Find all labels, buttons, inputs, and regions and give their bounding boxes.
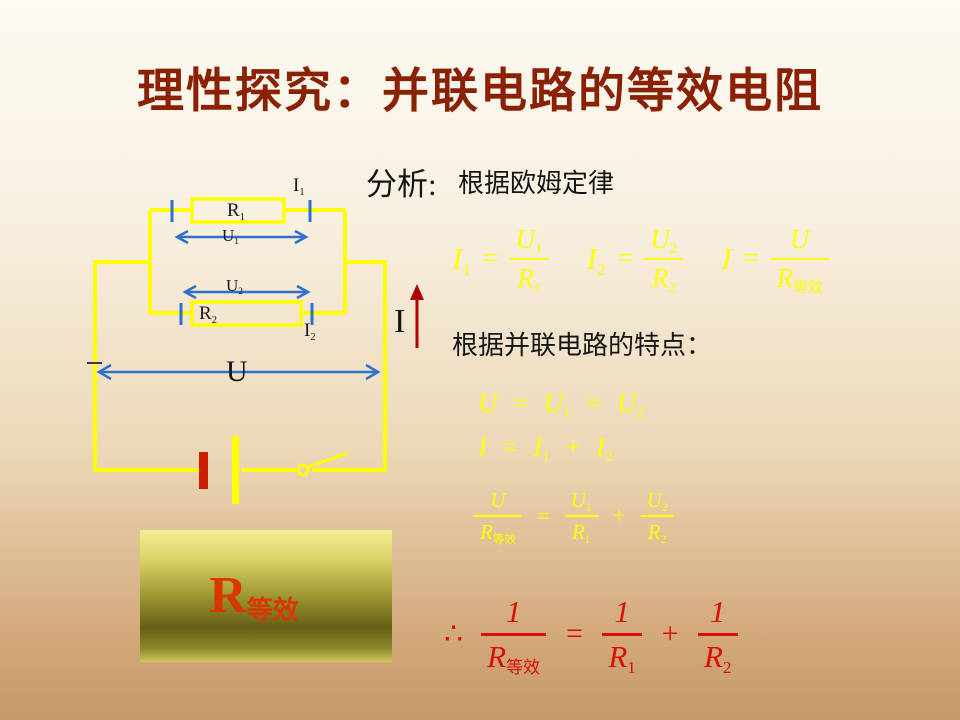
formula-i1: I1 = U1 R1: [452, 224, 549, 296]
current-arrow: [410, 284, 424, 348]
fraction: U R等效: [770, 224, 829, 296]
resistor-r1-box: [190, 197, 286, 224]
fraction: U1 R1: [509, 224, 549, 296]
parallel-intro: 根据并联电路的特点：: [452, 331, 713, 360]
terminal-ticks: [170, 200, 314, 325]
voltage-arrows: [96, 200, 381, 381]
ohm-law-intro: 根据欧姆定律: [458, 169, 615, 198]
resistor-r2-box: [190, 300, 303, 327]
formula-i2: I2 = U2 R2: [587, 224, 684, 296]
fraction: 1 R1: [602, 594, 642, 677]
current-identity-formula: I = I1 + I2: [478, 432, 613, 466]
ohm-formula-row: I1 = U1 R1 I2 = U2 R2 I = U R等效: [452, 224, 829, 296]
current-i1-label: I1: [293, 175, 305, 198]
battery-symbol: [199, 436, 239, 504]
fraction: U R等效: [474, 488, 522, 546]
fraction: U1 R1: [564, 488, 598, 546]
circuit-wires: [93, 197, 387, 472]
fraction: 1 R等效: [481, 594, 547, 677]
therefore-symbol: ∴: [444, 617, 464, 651]
voltage-u2-label: U2: [226, 276, 243, 298]
conclusion-formula: ∴ 1 R等效 = 1 R1 + 1 R2: [444, 594, 738, 677]
fraction: U2 R2: [644, 224, 684, 296]
switch-symbol: [296, 451, 349, 477]
current-i2-label: I2: [304, 320, 316, 343]
equivalent-resistance-box: R等效: [140, 530, 392, 662]
page-title: 理性探究：并联电路的等效电阻: [137, 66, 823, 118]
resistor-r1-label: R1: [227, 200, 245, 223]
sum-fractions-formula: U R等效 = U1 R1 + U2 R2: [474, 488, 674, 546]
total-current-label: I: [394, 303, 406, 340]
fraction: 1 R2: [698, 594, 738, 677]
fraction: U2 R2: [640, 488, 674, 546]
analysis-label: 分析:: [366, 167, 437, 202]
formula-i-total: I = U R等效: [721, 224, 829, 296]
total-voltage-label: U: [226, 355, 248, 388]
voltage-u1-label: U1: [222, 226, 239, 248]
voltage-identity-formula: U = U1 = U2: [478, 388, 644, 422]
resistor-r2-label: R2: [199, 303, 217, 326]
equivalent-resistance-label: R等效: [209, 567, 299, 625]
